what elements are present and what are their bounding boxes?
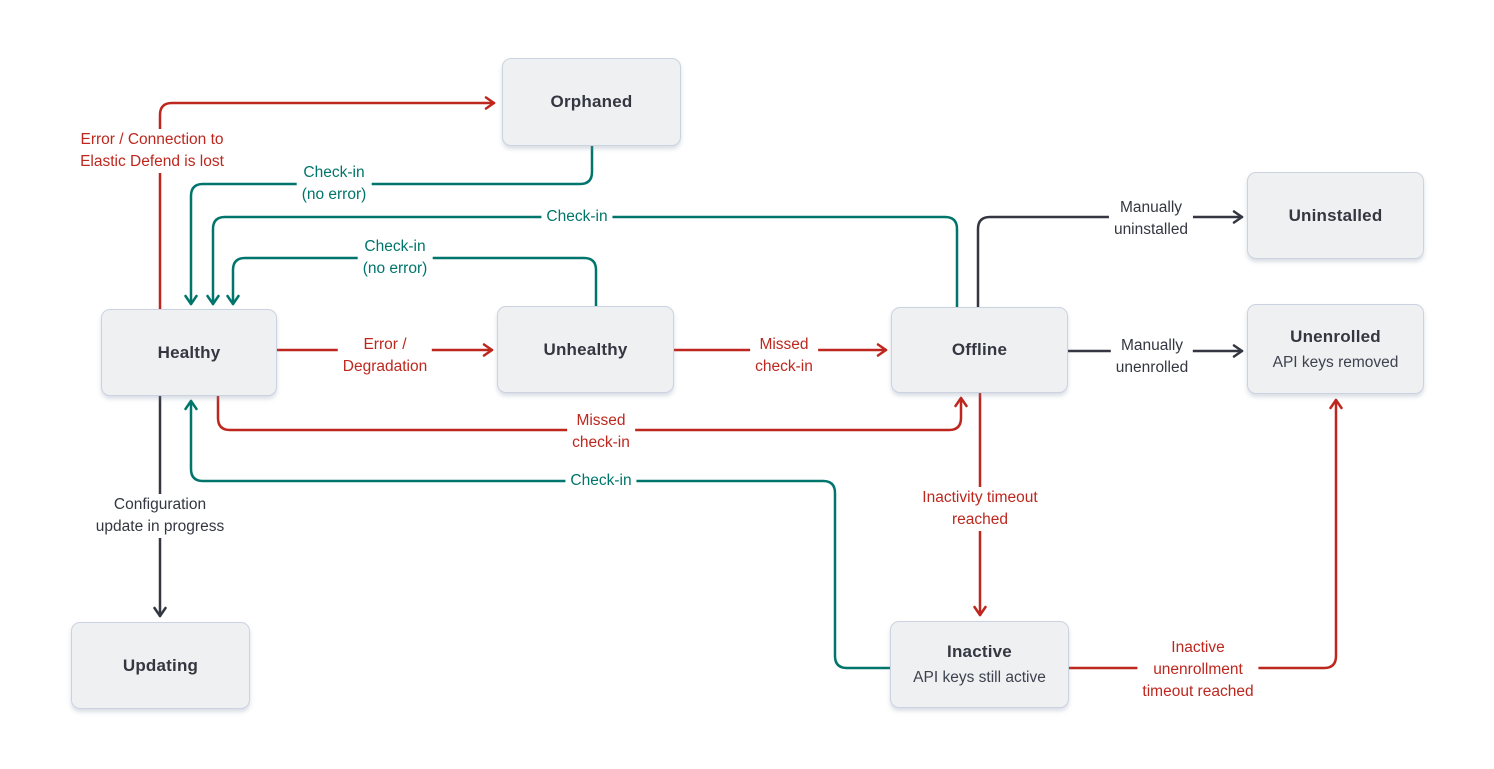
edge-label-inactive-unenrollment-timeout: Inactive unenrollment timeout reached [1137,637,1259,703]
node-unhealthy: Unhealthy [497,306,674,393]
node-healthy-label: Healthy [157,342,221,362]
edge-orphaned-to-healthy [184,144,594,306]
edge-label-inactivity-timeout: Inactivity timeout reached [917,487,1043,531]
edge-label-checkin-offline: Check-in [541,206,613,228]
edge-offline-to-uninstalled [976,210,1244,309]
node-inactive-label: Inactive [947,642,1012,661]
edge-healthy-to-orphaned [158,96,496,311]
edge-label-error-connection-lost: Error / Connection to Elastic Defend is … [75,129,229,173]
node-unhealthy-label: Unhealthy [543,339,628,359]
node-updating: Updating [71,622,250,709]
edge-label-checkin-no-error-orphaned: Check-in (no error) [296,162,372,206]
edge-label-manually-uninstalled: Manually uninstalled [1108,197,1194,241]
edge-inactive-to-healthy [184,399,892,670]
node-orphaned-label: Orphaned [550,92,633,111]
edge-label-error-degradation: Error / Degradation [337,334,433,378]
edge-label-checkin-no-error-unhealthy: Check-in (no error) [357,236,433,280]
node-unenrolled-label: Unenrolled [1290,326,1381,346]
edge-label-checkin-inactive: Check-in [565,470,637,492]
edge-label-missed-checkin-healthy: Missed check-in [567,410,635,454]
node-uninstalled-label: Uninstalled [1288,205,1383,225]
node-offline-label: Offline [951,340,1008,359]
node-inactive-sublabel: API keys still active [913,669,1046,686]
edge-label-manually-unenrolled: Manually unenrolled [1110,335,1194,379]
node-unenrolled-sublabel: API keys removed [1272,353,1399,371]
edge-label-configuration-update: Configuration update in progress [90,494,230,538]
node-unenrolled: Unenrolled API keys removed [1247,304,1424,394]
node-offline: Offline [891,307,1068,393]
node-inactive: Inactive API keys still active [890,621,1069,708]
edge-inactive-to-unenrolled [1067,398,1343,670]
node-healthy: Healthy [101,309,277,396]
edge-offline-to-healthy [206,215,959,309]
node-updating-label: Updating [122,655,199,675]
node-uninstalled: Uninstalled [1247,172,1424,259]
node-orphaned: Orphaned [502,58,681,146]
edge-label-missed-checkin-unhealthy: Missed check-in [750,334,818,378]
